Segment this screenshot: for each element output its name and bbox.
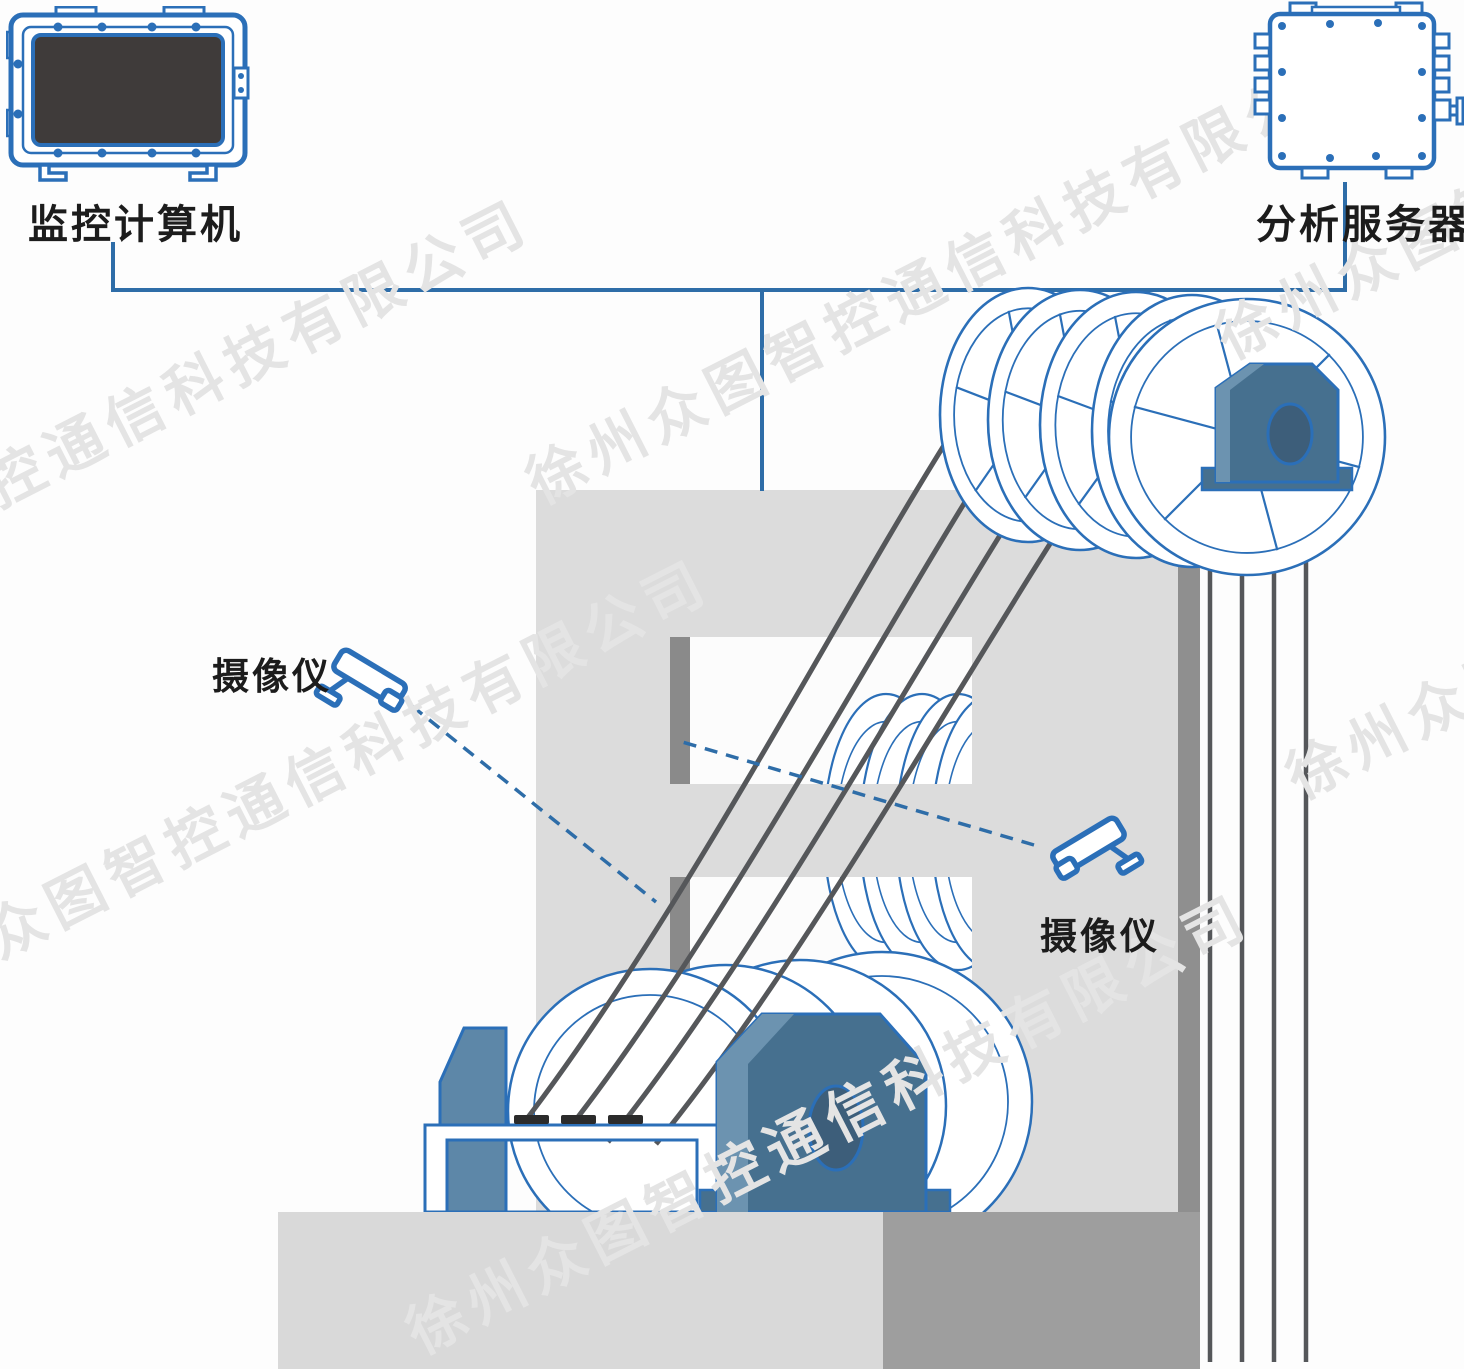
head-sheave-assembly	[940, 288, 1385, 1362]
monitor-screen	[31, 33, 225, 147]
server-right-connector	[1432, 54, 1451, 72]
server-power-connector	[1432, 98, 1452, 122]
vertical-ropes	[1207, 500, 1309, 1362]
server-power-endbar	[1455, 96, 1464, 126]
server-label: 分析服务器	[1256, 203, 1464, 247]
monitor-foot	[38, 163, 68, 182]
watermark-text: 徐州众图智控通信科技有限公司	[0, 188, 542, 672]
monitor-foot	[188, 163, 218, 182]
monitor-device	[5, 5, 252, 188]
monitor-bolts	[13, 22, 201, 158]
rope-clamp	[608, 1115, 643, 1124]
server-device	[1252, 0, 1464, 182]
drum-bearing-pedestal-left	[438, 1026, 508, 1214]
rope-clamp	[514, 1115, 549, 1124]
drum-bearing-pedestal-right	[698, 1012, 952, 1214]
rope-clamp	[561, 1115, 596, 1124]
server-foot	[1300, 166, 1330, 180]
camera-sightline-right	[678, 739, 1035, 847]
foundation-block	[883, 1212, 1200, 1369]
foundation-platform	[278, 1212, 883, 1369]
server-foot	[1384, 166, 1414, 180]
bearing-hub	[807, 1084, 865, 1172]
server-case	[1267, 11, 1437, 171]
window-upper-shadow-bar	[670, 637, 690, 784]
server-left-connector	[1253, 98, 1272, 116]
network-cable	[111, 182, 1347, 292]
monitor-label: 监控计算机	[28, 203, 243, 247]
connector-dot	[238, 87, 244, 93]
server-right-connector	[1432, 76, 1451, 94]
connector-dot	[238, 73, 244, 79]
server-left-connector	[1253, 32, 1272, 50]
monitor-device-art	[5, 5, 250, 182]
camera-left-label: 摄像仪	[212, 656, 332, 697]
bearing-hub	[1266, 402, 1314, 466]
server-device-art	[1253, 1, 1464, 180]
server-bolts	[1278, 19, 1426, 162]
monitor-side-connector	[232, 66, 250, 100]
server-left-connector	[1253, 76, 1272, 94]
sheave-bearing-pedestal-front	[1200, 362, 1354, 492]
rope-clamps	[514, 1115, 643, 1124]
server-right-connector	[1432, 32, 1451, 50]
server-left-connector	[1253, 54, 1272, 72]
camera-sightline-left	[410, 704, 658, 904]
tower-wall-edge	[1178, 490, 1200, 1212]
camera-right-label: 摄像仪	[1040, 916, 1160, 957]
